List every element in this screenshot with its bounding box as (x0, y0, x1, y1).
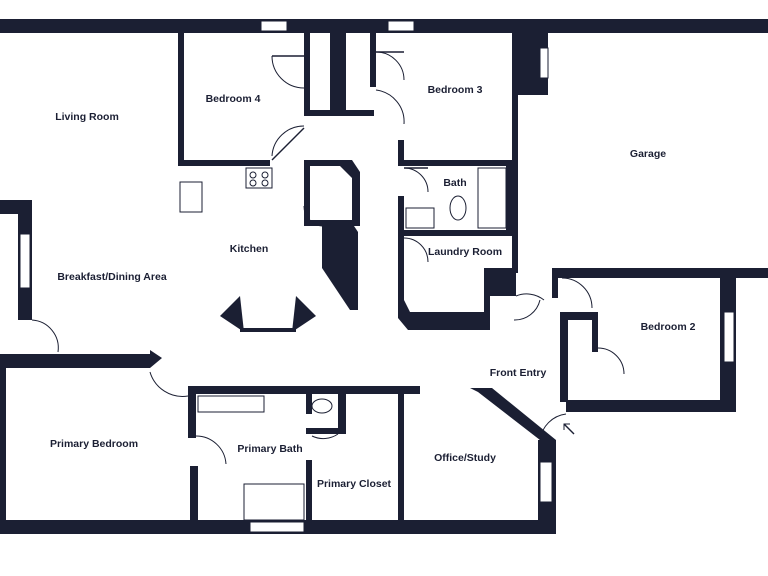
door-swings (31, 51, 625, 465)
room-labels: Living Room Bedroom 4 Bedroom 3 Garage B… (50, 84, 696, 490)
stove-icon (245, 167, 273, 189)
label-laundry-room: Laundry Room (428, 246, 502, 258)
label-garage: Garage (630, 148, 666, 160)
double-vanity-icon (197, 395, 265, 413)
label-bedroom-3: Bedroom 3 (428, 84, 483, 96)
label-primary-bedroom: Primary Bedroom (50, 438, 138, 450)
label-bath: Bath (443, 177, 466, 189)
vanity-icon (405, 207, 435, 229)
walls (0, 19, 768, 534)
label-front-entry: Front Entry (490, 367, 547, 379)
label-primary-closet: Primary Closet (317, 478, 392, 490)
label-primary-bath: Primary Bath (237, 443, 302, 455)
label-bedroom-4: Bedroom 4 (206, 93, 261, 105)
label-bedroom-2: Bedroom 2 (641, 321, 696, 333)
fixtures (179, 167, 507, 521)
entry-arrow-icon (563, 423, 575, 435)
toilet-icon (311, 398, 333, 414)
label-breakfast-dining: Breakfast/Dining Area (57, 271, 166, 283)
label-office-study: Office/Study (434, 452, 496, 464)
label-living-room: Living Room (55, 111, 119, 123)
shower-icon (243, 483, 305, 521)
label-kitchen: Kitchen (230, 243, 269, 255)
toilet-icon (449, 195, 467, 221)
sink-icon (179, 181, 203, 213)
bathtub-icon (477, 167, 507, 229)
